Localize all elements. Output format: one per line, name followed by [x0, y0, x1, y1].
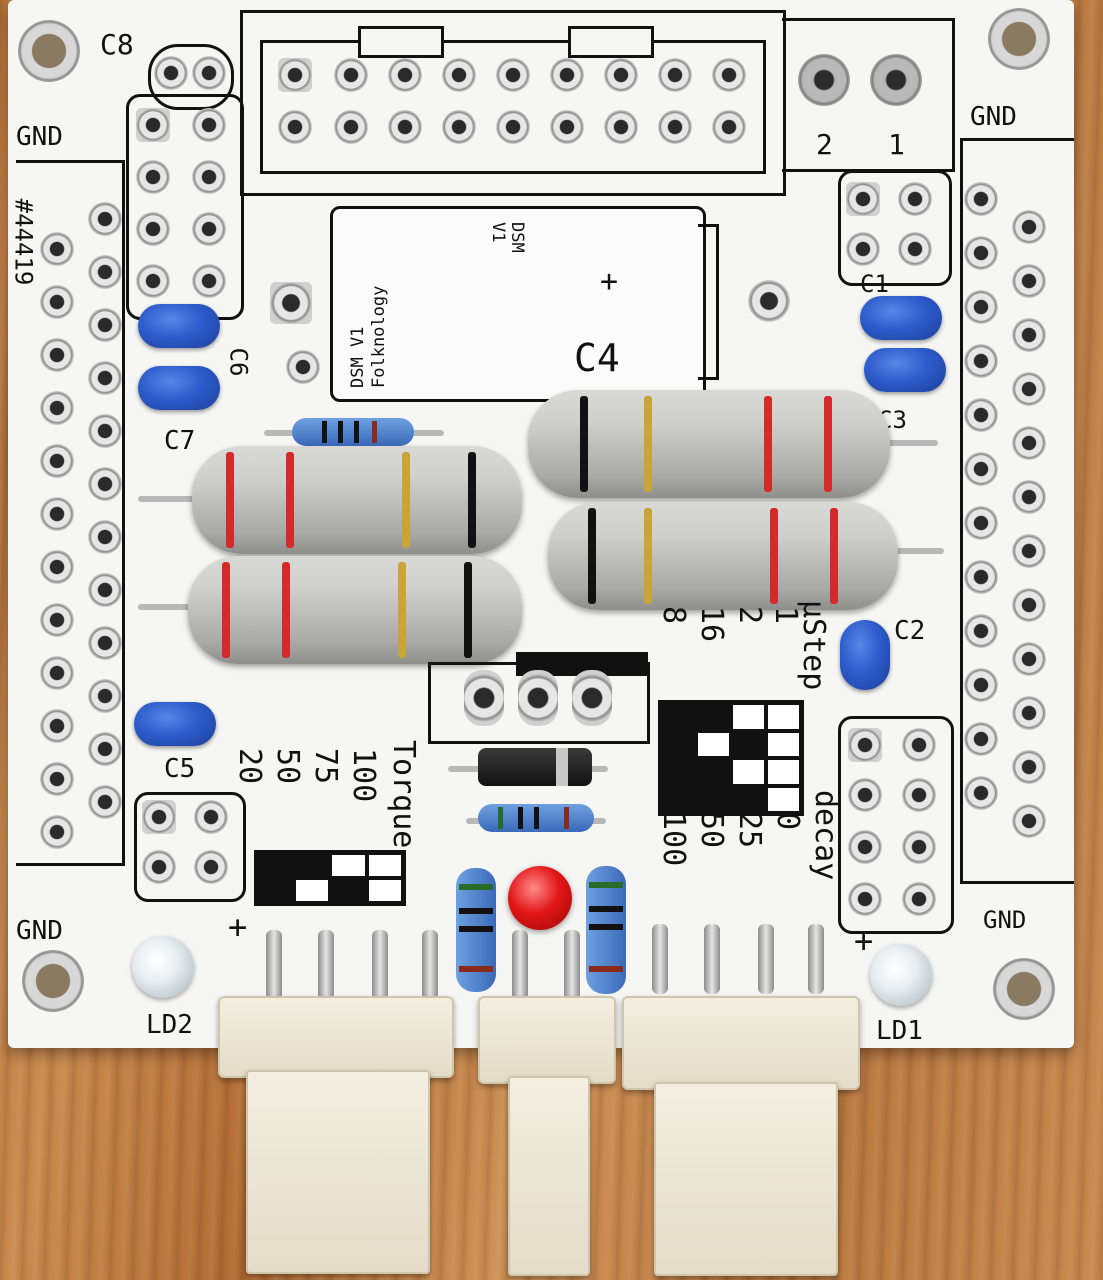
idc-header-outline [240, 10, 786, 196]
capacitor-c7 [138, 366, 220, 410]
decay-value-25: 25 [732, 812, 767, 849]
plus-right-label: + [854, 922, 874, 960]
ustep-value-1: 1 [768, 606, 803, 625]
ustep-value-16: 16 [694, 606, 729, 643]
diode [478, 748, 592, 786]
c4-capacitor-footprint [330, 206, 706, 402]
connector-motor-left[interactable] [218, 996, 454, 1078]
c1-pad-frame [838, 170, 952, 286]
c5-label: C5 [164, 754, 196, 784]
power-resistor-1 [192, 446, 522, 554]
c4-polarity-symbol: + [600, 264, 619, 299]
resistor-vertical-left [456, 868, 496, 992]
cap-brand-line-1: DSM V1 [488, 222, 527, 253]
mounting-hole-top-right [988, 8, 1050, 70]
c7-label: C7 [164, 426, 196, 456]
terminal-label-1: 1 [888, 128, 905, 161]
resistor-horizontal-bottom [478, 804, 594, 832]
power-resistor-3 [528, 390, 890, 498]
power-resistor-4 [548, 502, 898, 610]
red-led [508, 866, 572, 930]
torque-label: Torque [386, 740, 421, 849]
gnd-label-bottom-left: GND [16, 916, 63, 946]
decay-value-50: 50 [694, 812, 729, 849]
bottom-left-header-frame [134, 792, 246, 902]
part-number-label: #44419 [9, 198, 38, 286]
resistor-vertical-right [586, 866, 626, 994]
connector-motor-right-body [654, 1082, 838, 1276]
torque-value-75: 75 [308, 748, 343, 785]
gnd-label-bottom-right: GND [983, 906, 1027, 934]
led-ld2 [132, 936, 194, 998]
torque-dip-switch[interactable] [254, 850, 406, 906]
resistor-small-top [292, 418, 414, 446]
pcb-board: GND GND GND GND C8 #44419 [8, 0, 1074, 1048]
c6-label: C6 [224, 347, 253, 377]
ustep-value-8: 8 [656, 606, 691, 625]
decay-value-0: 0 [770, 812, 805, 831]
mounting-hole-top-left [18, 20, 80, 82]
ustep-dip-switch[interactable] [658, 700, 804, 816]
ustep-label: µStep [796, 600, 831, 691]
mounting-hole-bottom-right [993, 958, 1055, 1020]
capacitor-c1 [860, 296, 942, 340]
c2-label: C2 [894, 616, 926, 646]
left-header-outline [16, 160, 125, 866]
c8-pad-frame [148, 44, 234, 110]
power-resistor-2 [188, 556, 522, 664]
capacitor-c5 [134, 702, 216, 746]
connector-motor-left-body [246, 1070, 430, 1274]
torque-value-50: 50 [270, 748, 305, 785]
power-terminal-screw-1 [870, 54, 922, 106]
decay-label: decay [808, 790, 843, 881]
plus-left-label: + [228, 908, 248, 946]
c4-label: C4 [574, 336, 620, 380]
decay-value-100: 100 [656, 812, 691, 867]
connector-middle[interactable] [478, 996, 616, 1084]
led-ld1 [870, 944, 932, 1006]
gnd-label-top-left: GND [16, 122, 63, 152]
power-terminal-screw-2 [798, 54, 850, 106]
torque-value-100: 100 [346, 748, 381, 803]
terminal-label-2: 2 [816, 128, 833, 161]
capacitor-c3 [864, 348, 946, 392]
c8-label: C8 [100, 28, 134, 61]
bottom-right-header-frame [838, 716, 954, 934]
c1-label: C1 [860, 270, 889, 298]
ustep-value-2: 2 [732, 606, 767, 625]
connector-motor-right[interactable] [622, 996, 860, 1090]
torque-value-20: 20 [232, 748, 267, 785]
connector-middle-body [508, 1076, 590, 1276]
capacitor-c2 [840, 620, 890, 690]
right-header-outline [960, 138, 1074, 884]
capacitor-c6 [138, 304, 220, 348]
gnd-label-top-right: GND [970, 102, 1017, 132]
mounting-hole-bottom-left [22, 950, 84, 1012]
ld2-label: LD2 [146, 1010, 193, 1040]
idc-header-inner [260, 40, 766, 174]
ld1-label: LD1 [876, 1016, 923, 1046]
